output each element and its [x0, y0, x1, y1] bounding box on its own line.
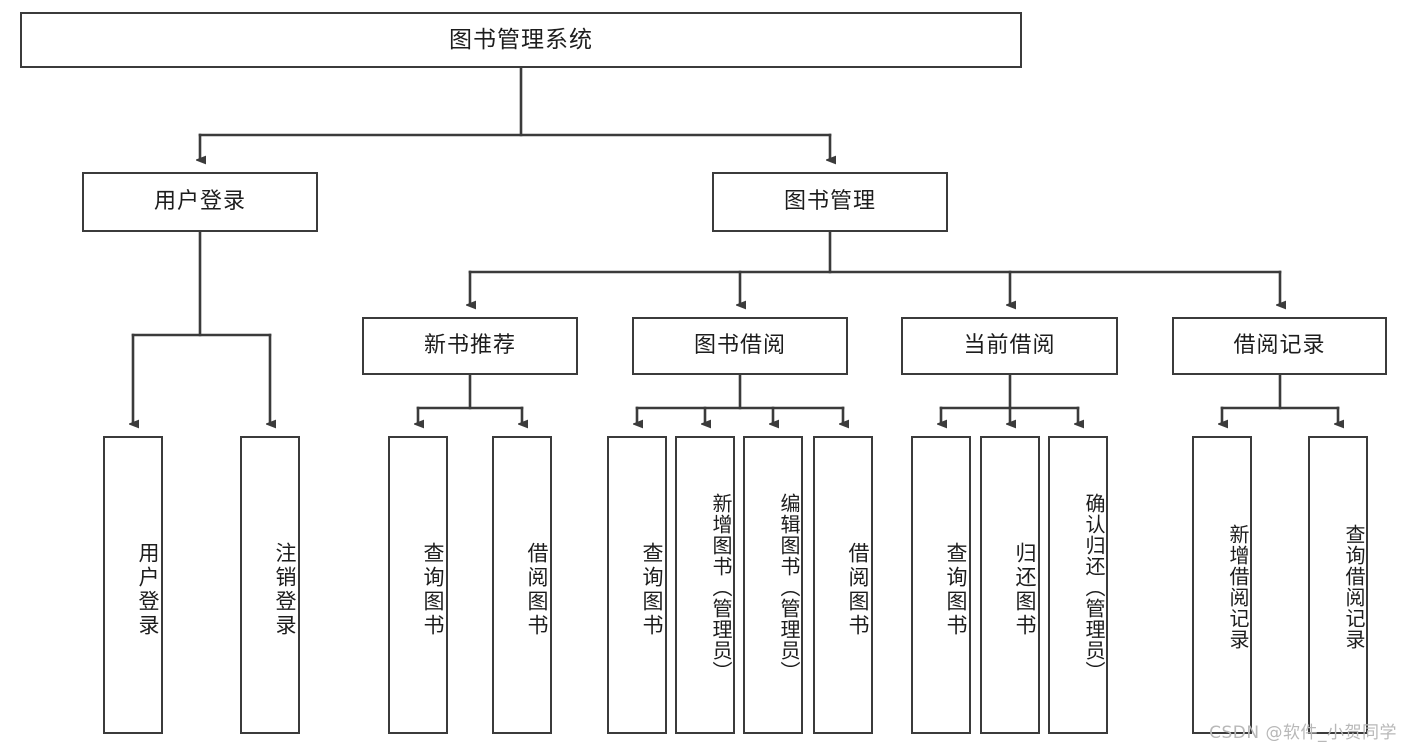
- leaf-borrow-book-recommend[interactable]: 借阅图书: [492, 436, 552, 734]
- leaf-query-book-recommend[interactable]: 查询图书: [388, 436, 448, 734]
- leaf-borrow-book[interactable]: 借阅图书: [813, 436, 873, 734]
- leaf-user-logout[interactable]: 注销登录: [240, 436, 300, 734]
- node-book-borrow[interactable]: 图书借阅: [632, 317, 848, 375]
- leaf-confirm-return-admin[interactable]: 确认归还（管理员）: [1048, 436, 1108, 734]
- leaf-query-book-current[interactable]: 查询图书: [911, 436, 971, 734]
- leaf-user-login[interactable]: 用户登录: [103, 436, 163, 734]
- node-current-borrow[interactable]: 当前借阅: [901, 317, 1118, 375]
- node-book-management[interactable]: 图书管理: [712, 172, 948, 232]
- leaf-add-borrow-record[interactable]: 新增借阅记录: [1192, 436, 1252, 734]
- node-borrow-record[interactable]: 借阅记录: [1172, 317, 1387, 375]
- leaf-add-book-admin[interactable]: 新增图书（管理员）: [675, 436, 735, 734]
- leaf-query-borrow-record[interactable]: 查询借阅记录: [1308, 436, 1368, 734]
- leaf-edit-book-admin[interactable]: 编辑图书（管理员）: [743, 436, 803, 734]
- node-user-login[interactable]: 用户登录: [82, 172, 318, 232]
- node-new-book-recommend[interactable]: 新书推荐: [362, 317, 578, 375]
- leaf-return-book[interactable]: 归还图书: [980, 436, 1040, 734]
- leaf-query-book-borrow[interactable]: 查询图书: [607, 436, 667, 734]
- csdn-watermark: CSDN @软件_小贺同学: [1209, 723, 1397, 743]
- node-root-system[interactable]: 图书管理系统: [20, 12, 1022, 68]
